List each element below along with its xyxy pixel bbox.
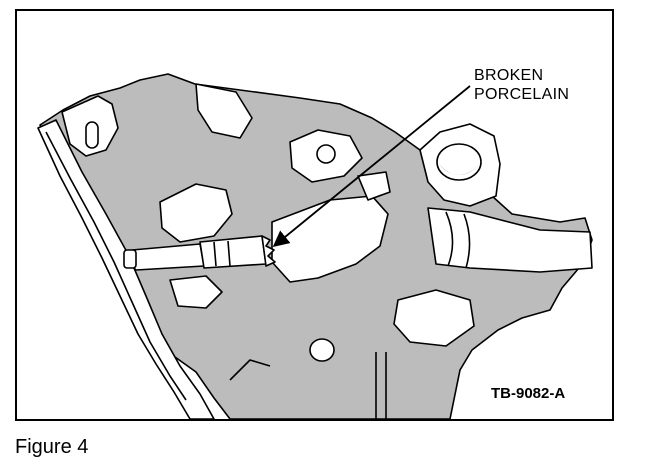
callout-line-porcelain: PORCELAIN	[474, 86, 570, 103]
lower-left-pocket	[169, 275, 223, 309]
plug-thread-lines	[213, 240, 231, 267]
figure-caption: Figure 4	[15, 436, 89, 458]
callout-leader-arrow	[272, 85, 471, 248]
lower-hole	[309, 338, 335, 362]
lower-right-cavity	[393, 289, 475, 347]
web-hole	[316, 144, 336, 164]
upper-boss	[195, 83, 253, 139]
broken-porcelain	[261, 235, 276, 267]
passage-rib	[445, 211, 471, 269]
callout-label: BROKEN PORCELAIN	[474, 66, 569, 104]
boss-slot	[85, 121, 99, 149]
plug-shell	[199, 235, 267, 269]
left-pocket	[159, 183, 233, 243]
plug-terminal	[123, 249, 137, 269]
small-boss	[357, 171, 391, 201]
callout-line-broken: BROKEN	[474, 67, 544, 84]
figure-reference-code: TB-9082-A	[491, 385, 566, 402]
tower-bore	[436, 143, 482, 181]
rail-inner-edge	[45, 131, 187, 401]
center-port	[271, 195, 389, 283]
bottom-ribs	[229, 352, 387, 419]
casting-rail	[37, 119, 215, 419]
